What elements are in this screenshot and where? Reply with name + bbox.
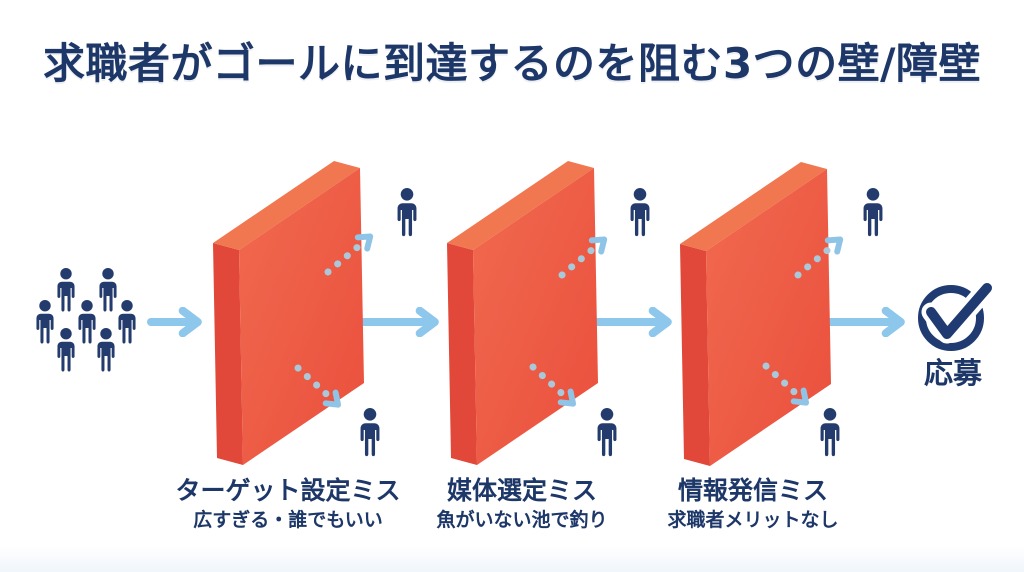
dotted-arrow-down-2 (529, 363, 577, 407)
person-icon (820, 408, 840, 457)
wall-3-block (680, 162, 831, 466)
deflection-arrows (294, 233, 844, 408)
person-icon (360, 408, 380, 457)
dotted-arrow-up-2 (558, 236, 608, 279)
check-circle-icon (918, 278, 997, 351)
wall-2-block (447, 161, 598, 465)
wall-3-label: 情報発信ミス (677, 476, 828, 505)
crowd-people-icon (36, 268, 136, 372)
person-icon (863, 188, 883, 237)
wall-2-sublabel: 魚がいない池で釣り (436, 508, 608, 531)
dotted-arrow-up-3 (794, 236, 844, 279)
dotted-arrow-up-1 (324, 233, 374, 276)
dotted-arrow-down-1 (294, 364, 342, 408)
person-icon (597, 408, 617, 457)
wall-3-sublabel: 求職者メリットなし (667, 508, 839, 531)
wall-1-caption: ターゲット設定ミス 広すぎる・誰でもいい (148, 476, 428, 532)
page-title: 求職者がゴールに到達するのを阻む3つの壁/障壁 (42, 39, 982, 88)
wall-2-caption: 媒体選定ミス 魚がいない池で釣り (382, 476, 662, 532)
wall-1-sublabel: 広すぎる・誰でもいい (193, 508, 383, 531)
wall-1-block (213, 161, 364, 465)
wall-2-label: 媒体選定ミス (446, 476, 597, 505)
goal-label: 応募 (923, 356, 982, 390)
wall-1-label: ターゲット設定ミス (175, 476, 401, 505)
person-icon (630, 188, 650, 237)
dotted-arrow-down-3 (762, 362, 810, 406)
wall-3-caption: 情報発信ミス 求職者メリットなし (613, 476, 893, 532)
person-icon (397, 188, 417, 237)
